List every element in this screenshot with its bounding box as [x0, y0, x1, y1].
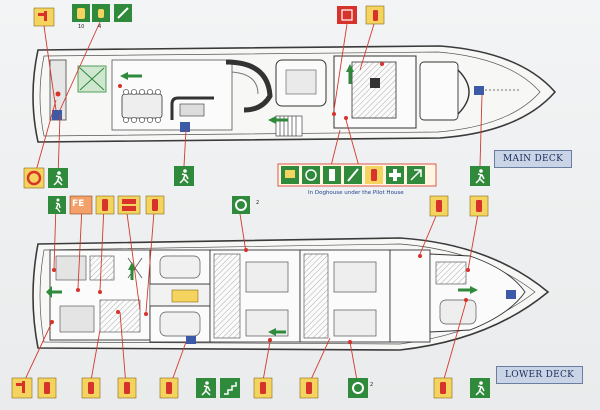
vip-cabin — [389, 249, 431, 343]
main-deck-label: MAIN DECK — [494, 150, 573, 168]
doghouse-sign-row — [277, 163, 437, 187]
life-jacket-sign — [72, 4, 90, 22]
forward-cabin — [419, 61, 459, 121]
fire-alarm-sign — [337, 6, 357, 24]
lower-deck-plan — [32, 237, 550, 351]
life-ring-sign — [23, 167, 45, 189]
life-jacket-count: 10 — [78, 24, 85, 30]
extinguisher-sign-row-top — [48, 195, 165, 215]
emergency-exit-sign-1 — [48, 168, 68, 188]
doghouse-caption: In Doghouse under the Pilot House — [308, 190, 404, 196]
callout-lines — [21, 21, 483, 387]
lounge-sofa — [225, 59, 273, 113]
emergency-exit-sign-3 — [470, 166, 490, 186]
emergency-exit-sign-2 — [174, 166, 194, 186]
bottom-sign-row — [11, 377, 490, 399]
fire-extinguisher-sign-top — [365, 5, 385, 25]
life-jacket-child-count: 4 — [98, 24, 102, 30]
extinguisher-sign-top — [33, 7, 55, 27]
flare-sign — [114, 4, 132, 22]
hose-reel-sign — [232, 196, 250, 214]
lower-deck-label: LOWER DECK — [496, 366, 584, 384]
storage-locker — [171, 289, 199, 303]
extinguisher-sign-6 — [469, 195, 489, 217]
fe-sign-text: FE — [72, 199, 85, 209]
extinguisher-sign-5 — [429, 195, 449, 217]
life-jacket-child-sign — [92, 4, 110, 22]
hose-reel-count: 2 — [256, 200, 260, 206]
main-deck-plan — [32, 45, 557, 143]
life-ring-count: 2 — [370, 382, 374, 388]
